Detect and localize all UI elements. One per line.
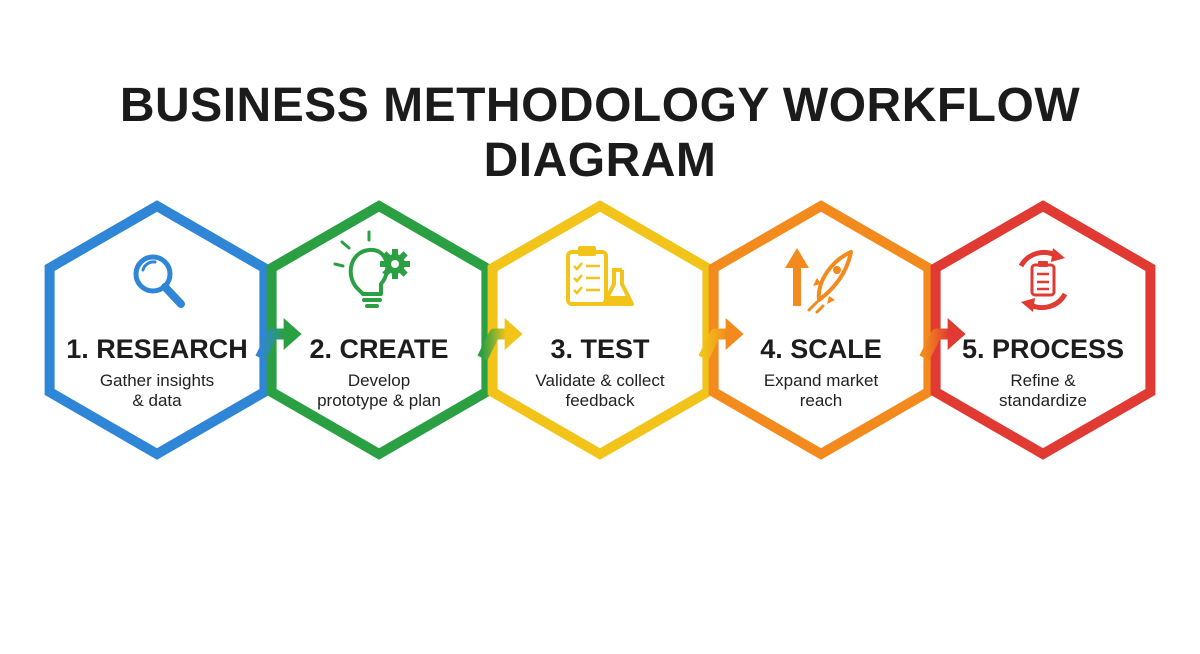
arrow-rocket-icon <box>785 248 853 314</box>
step-description-5: standardize <box>999 391 1087 410</box>
step-description-4: reach <box>800 391 843 410</box>
step-title-1: 1. RESEARCH <box>66 334 248 364</box>
connector-arrow-4 <box>919 318 966 361</box>
step-hexagon-5 <box>930 200 1156 460</box>
magnifying-glass-icon <box>133 254 185 308</box>
lightbulb-gear-icon <box>333 230 410 308</box>
step-hexagon-1 <box>44 200 270 460</box>
step-title-3: 3. TEST <box>550 334 650 364</box>
page-title: BUSINESS METHODOLOGY WORKFLOW DIAGRAM <box>119 79 1081 187</box>
step-title-4: 4. SCALE <box>760 334 882 364</box>
step-description-2: Develop <box>348 371 410 390</box>
step-hexagon-4 <box>708 200 934 460</box>
step-description-5: Refine & <box>1010 371 1076 390</box>
connector-arrow-3 <box>698 318 744 361</box>
connector-arrow-2 <box>477 318 523 361</box>
step-description-1: & data <box>132 391 182 410</box>
step-title-5: 5. PROCESS <box>962 334 1124 364</box>
step-description-1: Gather insights <box>100 371 214 390</box>
step-title-2: 2. CREATE <box>309 334 448 364</box>
step-hexagon-3 <box>487 200 713 460</box>
step-hexagon-2 <box>266 200 492 460</box>
step-description-3: feedback <box>566 391 635 410</box>
step-description-2: prototype & plan <box>317 391 441 410</box>
step-description-3: Validate & collect <box>535 371 664 390</box>
connector-arrow-1 <box>255 318 302 361</box>
cycle-clipboard-icon <box>1018 248 1068 312</box>
step-description-4: Expand market <box>764 371 879 390</box>
clipboard-flask-icon <box>566 246 634 306</box>
